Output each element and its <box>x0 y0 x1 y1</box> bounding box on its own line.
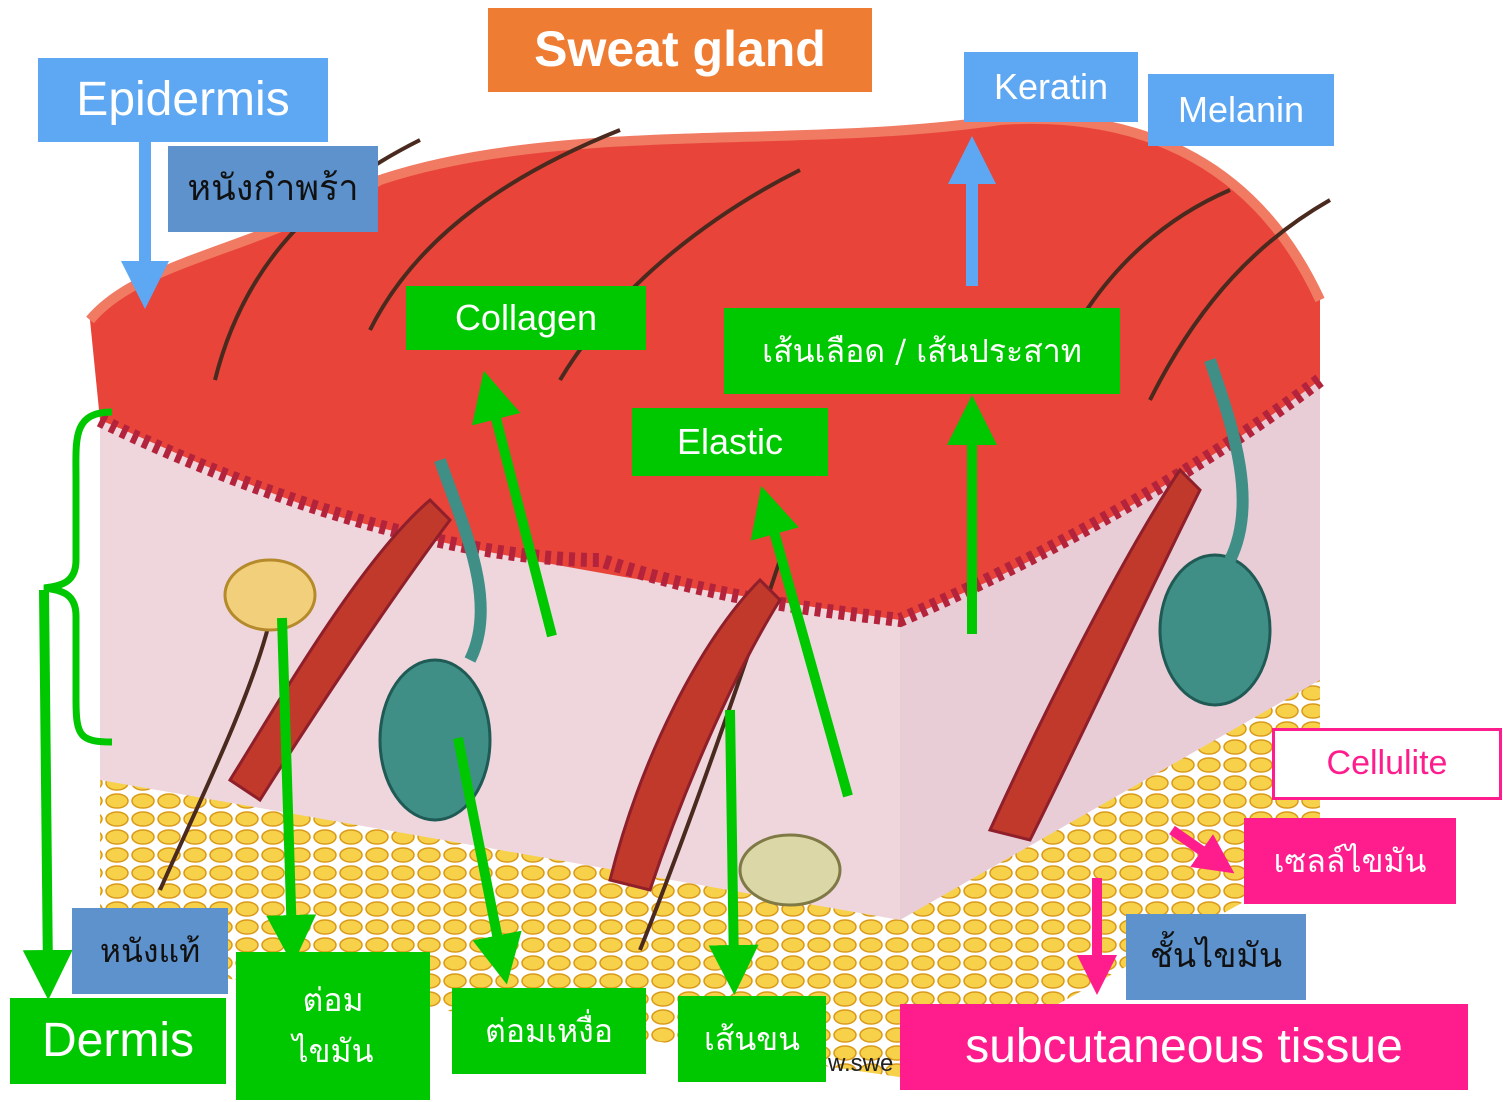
arrow-hair <box>730 710 734 970</box>
cellulite-label: Cellulite <box>1272 728 1502 800</box>
elastic-label: Elastic <box>632 408 828 476</box>
vessels-nerves-label: เส้นเลือด / เส้นประสาท <box>724 308 1120 394</box>
arrow-dermis <box>44 590 48 975</box>
collagen-label: Collagen <box>406 286 646 350</box>
sebaceous-gland-label: ต่อม ไขมัน <box>236 952 430 1100</box>
sebaceous-gland-label-line1: ต่อม <box>302 982 363 1019</box>
sweat-gland-title: Sweat gland <box>488 8 872 92</box>
epidermis-thai-label: หนังกำพร้า <box>168 146 378 232</box>
hair-label: เส้นขน <box>678 996 826 1082</box>
fat-cell-label: เซลล์ไขมัน <box>1244 818 1456 904</box>
fat-layer-thai-label: ชั้นไขมัน <box>1126 914 1306 1000</box>
dermis-thai-label: หนังแท้ <box>72 908 228 994</box>
dermis-label: Dermis <box>10 998 226 1084</box>
sweat-gland-thai-label: ต่อมเหงื่อ <box>452 988 646 1074</box>
keratin-label: Keratin <box>964 52 1138 122</box>
sebaceous-gland-label-line2: ไขมัน <box>293 1033 374 1070</box>
watermark-credit: w.swe <box>828 1050 893 1078</box>
melanin-label: Melanin <box>1148 74 1334 146</box>
subcutaneous-tissue-label: subcutaneous tissue <box>900 1004 1468 1090</box>
epidermis-label: Epidermis <box>38 58 328 142</box>
